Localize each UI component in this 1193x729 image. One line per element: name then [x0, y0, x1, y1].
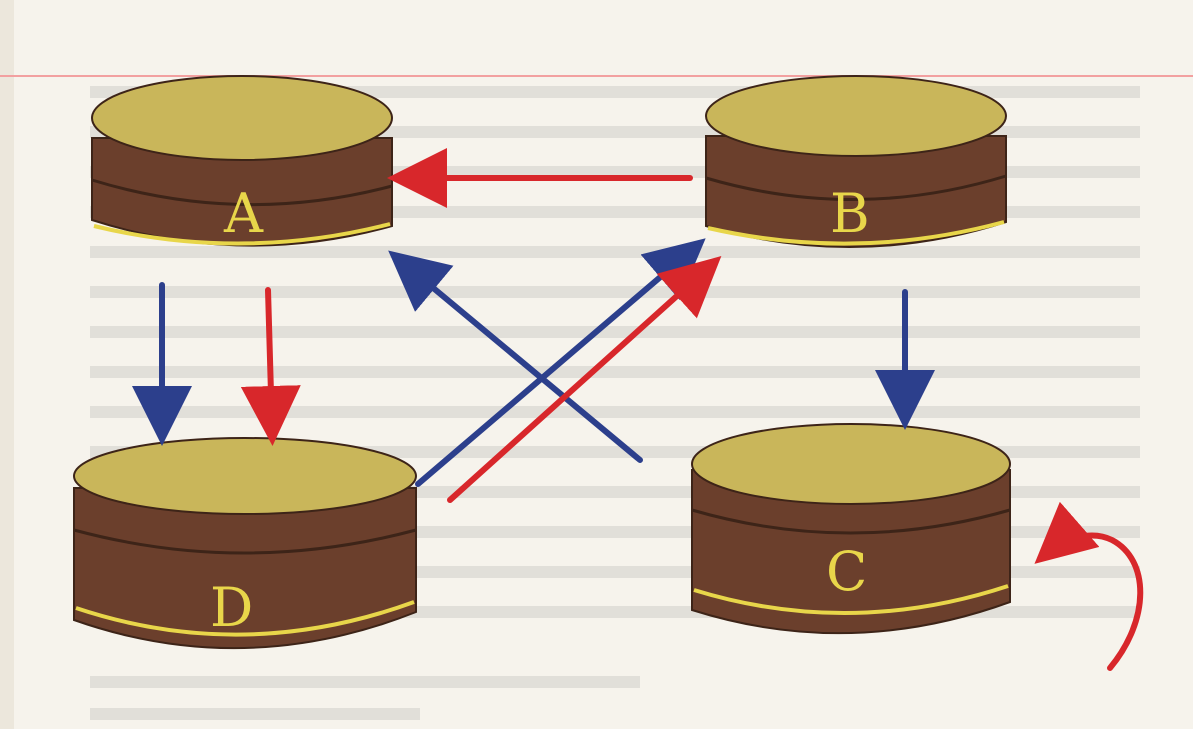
- node-b: B: [706, 76, 1006, 247]
- page-edge: [0, 0, 14, 729]
- edge-a-to-d-red-arrow: [268, 290, 272, 428]
- node-c-label: C: [826, 540, 867, 603]
- node-a: A: [92, 76, 392, 246]
- node-d: D: [74, 438, 416, 648]
- node-b-label: B: [830, 182, 870, 245]
- node-c: C: [692, 424, 1010, 633]
- node-a-label: A: [223, 182, 264, 245]
- node-d-label: D: [210, 576, 253, 639]
